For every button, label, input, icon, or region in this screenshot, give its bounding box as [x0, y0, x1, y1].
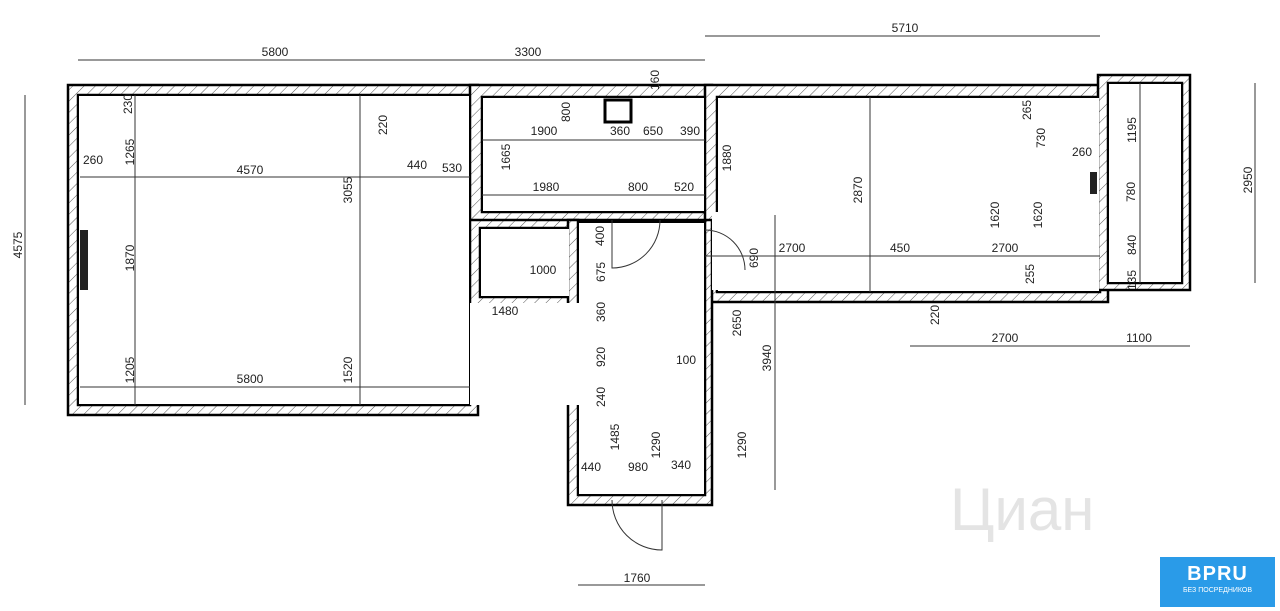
dim-label: 1195 [1125, 117, 1139, 143]
dim-label: 3300 [515, 45, 542, 59]
dim-label: 1290 [649, 431, 663, 458]
dim-label: 1265 [123, 138, 137, 165]
dim-label: 360 [610, 124, 630, 138]
dim-label: 1620 [988, 201, 1002, 228]
dim-label: 780 [1124, 182, 1138, 202]
dim-label: 3055 [341, 176, 355, 203]
door-kitchen [611, 219, 661, 269]
radiator [80, 230, 88, 290]
dim-label: 980 [628, 460, 648, 474]
dim-label: 3940 [760, 344, 774, 371]
dimension-lines [24, 35, 1256, 586]
dim-label: 5800 [262, 45, 289, 59]
dim-label: 1485 [608, 423, 622, 450]
dim-label: 1760 [624, 571, 651, 585]
dim-label: 220 [376, 115, 390, 135]
dim-label: 4570 [237, 163, 264, 177]
dim-label: 690 [747, 248, 761, 268]
dim-label: 2870 [851, 176, 865, 203]
dim-label: 360 [594, 302, 608, 322]
dim-label: 530 [442, 161, 462, 175]
dim-label: 1480 [492, 304, 519, 318]
dim-label: 160 [648, 70, 662, 90]
dim-label: 340 [671, 458, 691, 472]
dim-label: 265 [1020, 100, 1034, 120]
dim-label: 230 [121, 94, 135, 114]
dim-label: 440 [407, 158, 427, 172]
dim-label: 1520 [341, 356, 355, 383]
dim-label: 2700 [992, 241, 1019, 255]
dim-label: 220 [928, 305, 942, 325]
dim-label: 450 [890, 241, 910, 255]
dim-label: 800 [559, 102, 573, 122]
ventilation-shaft [603, 98, 633, 124]
dim-label: 2950 [1241, 166, 1255, 193]
dim-label: 100 [676, 353, 696, 367]
dim-label: 2650 [730, 309, 744, 336]
dim-label: 920 [594, 347, 608, 367]
logo-name: BPRU [1187, 563, 1248, 585]
dim-label: 400 [593, 226, 607, 246]
dim-label: 1620 [1031, 201, 1045, 228]
dim-label: 260 [1072, 145, 1092, 159]
dim-label: 5800 [237, 372, 264, 386]
dim-label: 1205 [123, 356, 137, 383]
dim-label: 1880 [720, 144, 734, 171]
dim-label: 255 [1023, 264, 1037, 284]
dim-label: 840 [1125, 235, 1139, 255]
dim-label: 1665 [499, 143, 513, 170]
dim-label: 1980 [533, 180, 560, 194]
entrance-door [611, 499, 663, 551]
dim-label: 650 [643, 124, 663, 138]
dim-label: 800 [628, 180, 648, 194]
dim-label: 390 [680, 124, 700, 138]
dim-label: 730 [1034, 128, 1048, 148]
watermark: Циан [950, 476, 1095, 543]
door-right-room [704, 229, 746, 271]
radiator [1090, 172, 1097, 194]
dim-label: 260 [83, 153, 103, 167]
dim-label: 1900 [531, 124, 558, 138]
dim-label: 240 [594, 387, 608, 407]
bpru-logo[interactable]: BPRU БЕЗ ПОСРЕДНИКОВ [1160, 557, 1275, 607]
dim-label: 4575 [11, 231, 25, 258]
dim-label: 135 [1125, 270, 1139, 290]
dim-label: 1290 [735, 431, 749, 458]
dim-label: 2700 [779, 241, 806, 255]
logo-tagline: БЕЗ ПОСРЕДНИКОВ [1182, 587, 1253, 594]
dim-label: 440 [581, 460, 601, 474]
dim-label: 1870 [123, 244, 137, 271]
dim-label: 520 [674, 180, 694, 194]
dim-label: 1100 [1126, 331, 1152, 345]
dim-label: 5710 [892, 21, 919, 35]
dim-label: 675 [594, 262, 608, 282]
dim-label: 2700 [992, 331, 1019, 345]
dim-label: 1000 [530, 263, 557, 277]
